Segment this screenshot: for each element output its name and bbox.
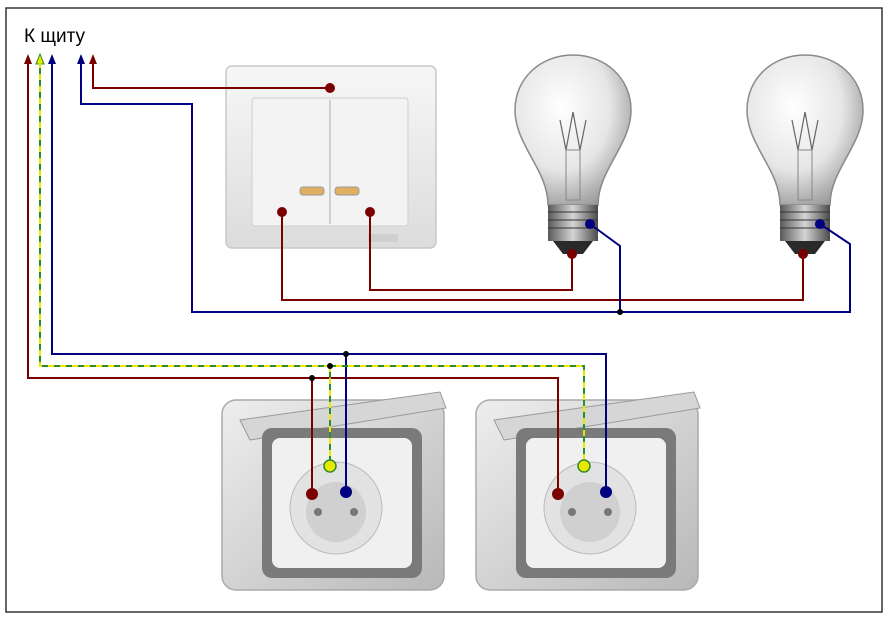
lamp-phase-terminal [798,249,808,259]
switch-indicator-icon [299,186,325,196]
socket-neutral-terminal [600,486,612,498]
switch-output-terminal [277,207,287,217]
phase-wire-lamp-2 [281,212,804,301]
terminals [277,83,825,500]
panel-arrows [24,52,97,65]
double-switch [225,65,437,249]
light-bulb-icon [746,54,864,206]
lamp-2 [746,54,864,254]
switch-input-terminal [325,83,335,93]
phase-wire-switch [92,62,330,89]
socket-phase-terminal [306,488,318,500]
neutral-arrow-icon [48,54,56,64]
switch-logo [368,234,398,242]
neutral-wire-lamp-1 [589,223,621,312]
lamp-neutral-terminal [585,219,595,229]
socket-earth-terminal [323,459,337,473]
light-bulb-icon [514,54,632,206]
earth-wire-stripe [39,62,585,466]
junction-dot [343,351,349,357]
lamp-neutral-terminal [815,219,825,229]
socket-neutral-terminal [340,486,352,498]
panel-label: К щиту [24,26,86,47]
junction-dot [617,309,623,315]
lamp-phase-terminal [567,249,577,259]
phase-arrow-icon [24,54,32,64]
neutral-arrow-icon [77,54,85,64]
outdoor-socket-icon [306,482,366,542]
switch-output-terminal [365,207,375,217]
neutral-wire-lamps [80,62,851,313]
lamp-1 [514,54,632,254]
phase-wire-lamp-1 [369,212,573,291]
socket-earth-terminal [577,459,591,473]
wires [27,62,851,494]
phase-arrow-icon [89,54,97,64]
socket-phase-terminal [552,488,564,500]
junction-dot [327,363,333,369]
phase-wire-sockets [27,62,559,494]
socket-1 [221,391,447,591]
switch-indicator-icon [334,186,360,196]
junction-dot [309,375,315,381]
diagram-frame [5,7,883,613]
socket-2 [475,391,701,591]
neutral-wire-sockets [51,62,607,492]
